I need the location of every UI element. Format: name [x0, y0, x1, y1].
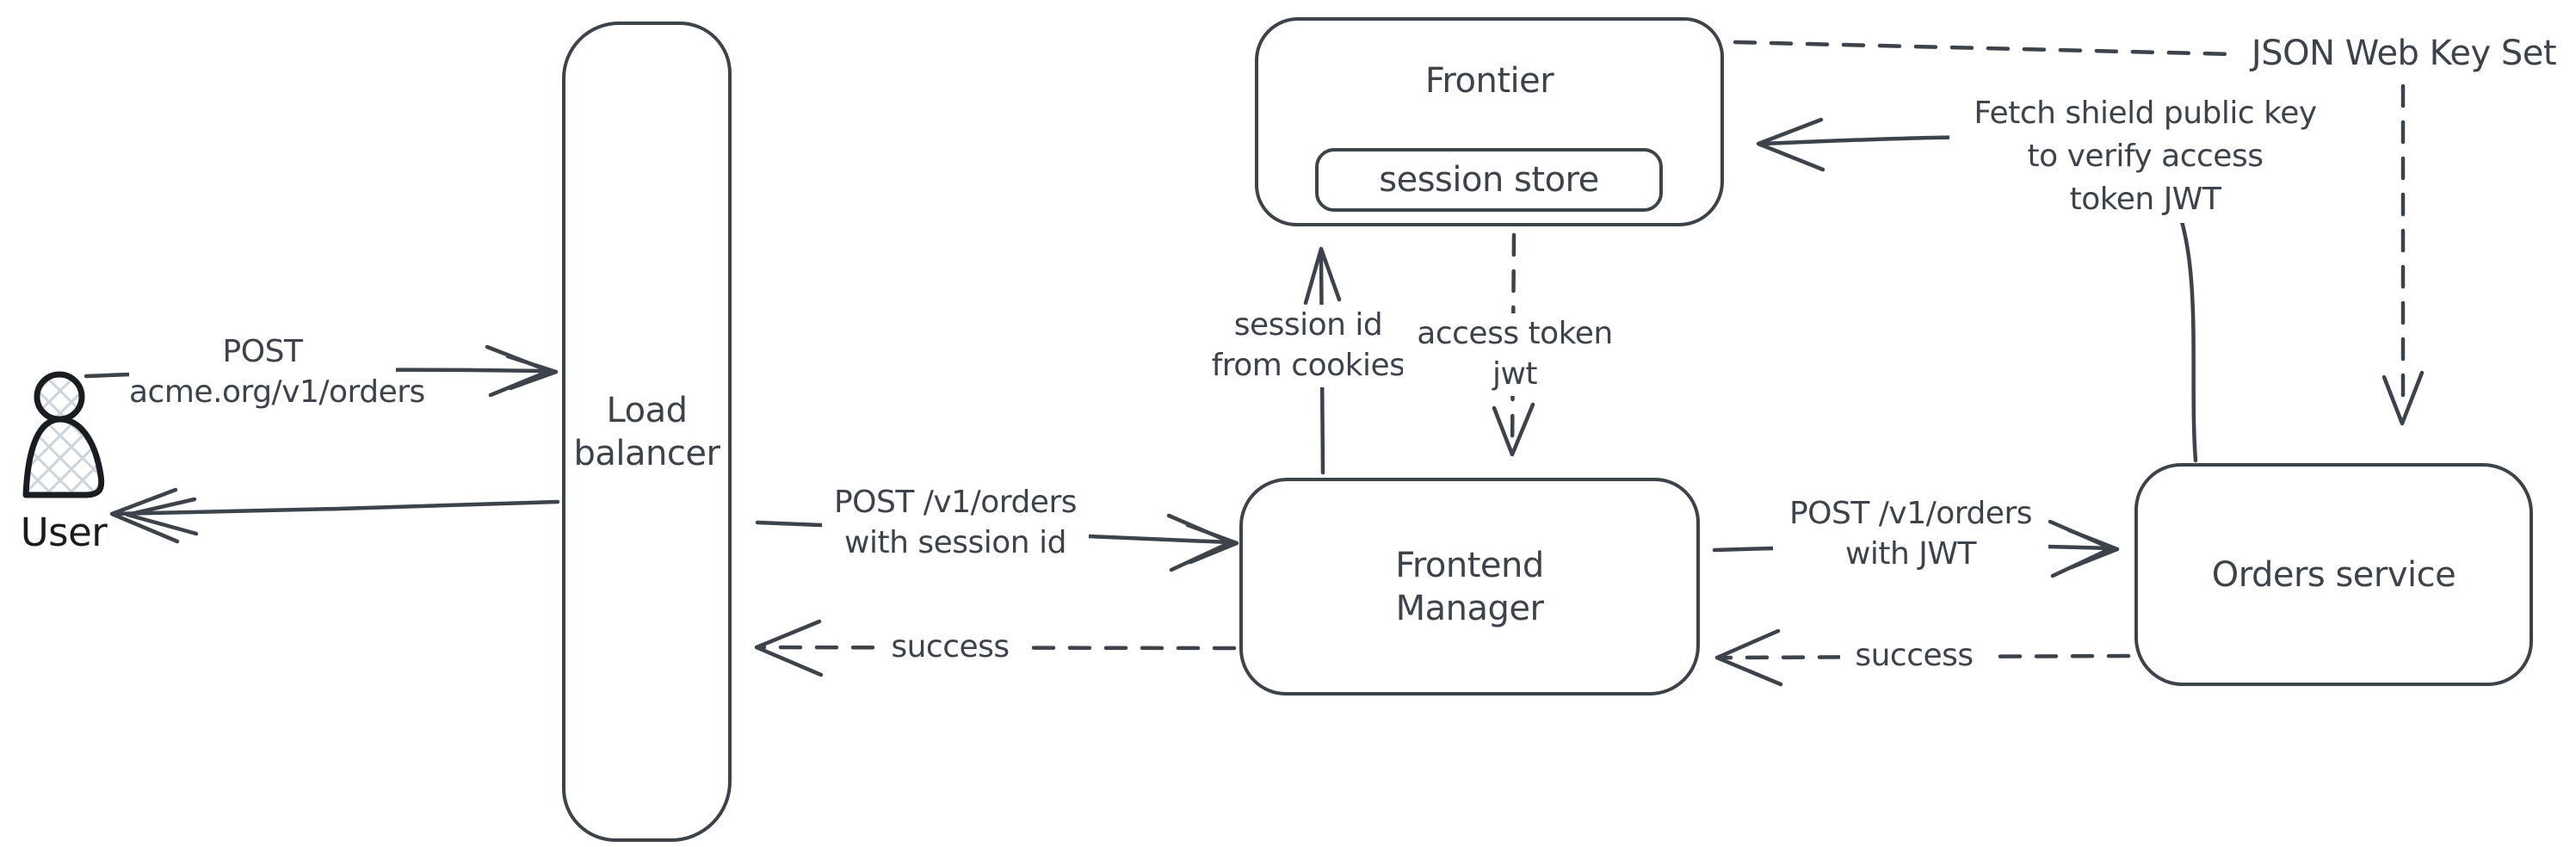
arrowhead-lb-to-user: [109, 487, 180, 544]
orders-service-label: Orders service: [2211, 554, 2456, 595]
frontier-node: Frontier session store: [1255, 17, 1724, 226]
edge-label-success-to-lb: success: [876, 626, 1024, 669]
user-label: User: [20, 510, 108, 555]
arrowhead-fm-to-orders-inner: [2066, 528, 2120, 570]
arrow-orders-to-fm-success: [1717, 653, 2131, 660]
edge-label-success-to-fm: success: [1840, 634, 1988, 677]
user-icon: [22, 371, 105, 498]
arrowhead-frontier-to-fm: [1492, 402, 1535, 457]
frontend-manager-label-line2: Manager: [1395, 588, 1544, 628]
line-frontier-to-jwks: [1733, 40, 2237, 57]
arrowhead-fm-to-frontier: [1303, 246, 1342, 306]
edge-label-post-jwt: POST /v1/orders with JWT: [1773, 493, 2048, 576]
arrowhead-user-to-lb-inner: [505, 354, 559, 391]
orders-service-node: Orders service: [2134, 463, 2533, 686]
arrowhead-jwks-down: [2381, 370, 2425, 426]
edge-label-access-token-jwt: access token jwt: [1403, 313, 1627, 396]
load-balancer-label-line2: balancer: [573, 433, 720, 473]
session-store-label: session store: [1379, 160, 1599, 200]
session-store-node: session store: [1315, 148, 1663, 212]
frontend-manager-node: Frontend Manager: [1239, 478, 1700, 696]
arrowhead-orders-to-fm-success: [1714, 628, 1783, 687]
frontend-manager-label-line1: Frontend: [1395, 545, 1544, 585]
arrowhead-lb-to-fm-inner: [1185, 522, 1239, 565]
load-balancer-node: Load balancer: [562, 22, 732, 842]
load-balancer-label-line1: Load: [606, 390, 688, 430]
edge-label-post-session-id: POST /v1/orders with session id: [822, 482, 1089, 565]
jwks-label: JSON Web Key Set: [2238, 29, 2570, 77]
arrowhead-fm-to-lb-success: [754, 619, 824, 677]
edge-label-session-id-cookies: session id from cookies: [1196, 305, 1420, 387]
arrowhead-lb-to-user-inner: [125, 497, 199, 536]
frontier-label: Frontier: [1424, 61, 1554, 101]
edge-label-post-acme: POST acme.org/v1/orders: [129, 331, 425, 414]
arrow-lb-to-user: [111, 499, 560, 516]
edge-label-fetch-public-key: Fetch shield public key to verify access…: [1949, 92, 2341, 223]
arrowhead-orders-to-frontier: [1756, 117, 1825, 172]
